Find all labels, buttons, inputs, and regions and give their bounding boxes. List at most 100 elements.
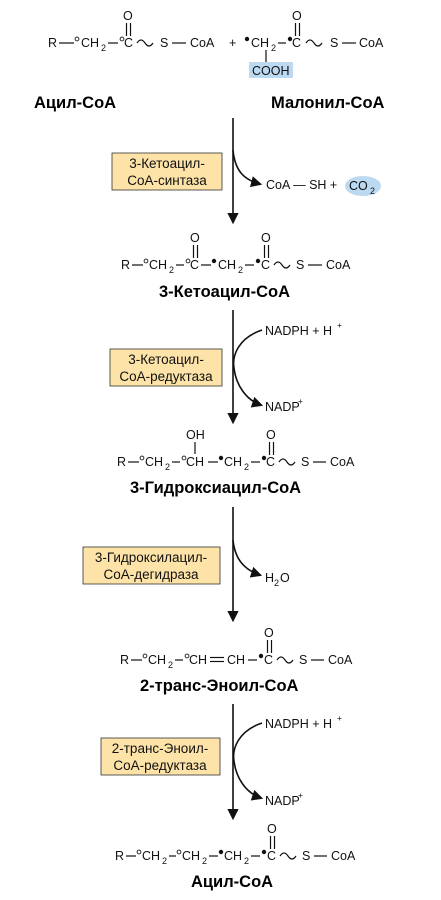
nadph-text-1: NADPH + H [265,324,332,338]
atom-c: C [264,653,273,667]
thioester-bond-icon [278,458,296,466]
thioester-bond-icon [273,261,291,269]
side-arrow-4 [232,722,264,801]
atom-ch: CH [186,455,204,469]
side-arrow-1 [232,149,263,188]
enzyme-1-line1: 3-Кетоацил- [129,156,205,171]
atom-s: S [296,258,304,272]
atom-o: O [266,428,276,442]
atom-ch: CH [227,653,245,667]
label-circle-icon [181,455,187,461]
ketoacyl-coa-structure: R CH 2 C O CH 2 C O S CoA [121,231,351,275]
label-circle-icon [185,258,191,264]
atom-o: O [261,231,271,245]
enzyme-box-4: 2-транс-Эноил- CoA-редуктаза [100,737,221,776]
label-dot-icon [255,258,261,264]
label-dot-icon [211,258,217,264]
label-dot-icon [218,849,224,855]
atom-coa: CoA [190,36,215,50]
atom-ch2: CH [142,849,160,863]
label-circle-icon [139,455,145,461]
enzyme-box-1: 3-Кетоацил- CoA-синтаза [111,152,223,191]
label-dot-icon [258,653,264,659]
subscript-2: 2 [168,660,173,670]
atom-ch2: CH [148,653,166,667]
subscript-2: 2 [271,43,276,53]
atom-r: R [121,258,130,272]
nadp-superscript-2: + [298,790,303,800]
atom-o: O [123,9,133,23]
subscript-2: 2 [238,265,243,275]
atom-c: C [124,36,133,50]
thioester-bond-icon [305,39,323,47]
side-arrow-2 [232,329,264,408]
nadph-superscript-2: + [337,713,342,723]
enzyme-1-line2: CoA-синтаза [127,173,207,188]
co2-highlight [345,176,381,196]
subscript-2: 2 [244,462,249,472]
label-circle-icon [136,849,142,855]
thioester-bond-icon [279,852,297,860]
subscript-2: 2 [169,265,174,275]
water-o: O [280,571,290,585]
atom-coa: CoA [328,653,353,667]
nadp-superscript-1: + [298,396,303,406]
subscript-2: 2 [244,856,249,866]
atom-s: S [330,36,338,50]
atom-ch2: CH [224,455,242,469]
atom-c: C [292,36,301,50]
nadp-text-2: NADP [265,794,300,808]
co2-text: CO [349,179,368,193]
subscript-2: 2 [162,856,167,866]
enzyme-4-line2: CoA-редуктаза [113,758,207,773]
label-dot-icon [244,36,250,42]
atom-coa: CoA [330,455,355,469]
atom-ch2: CH [145,455,163,469]
atom-c: C [266,455,275,469]
enzyme-4-line1: 2-транс-Эноил- [112,741,208,756]
atom-s: S [302,849,310,863]
atom-coa: CoA [331,849,356,863]
subscript-2: 2 [101,43,106,53]
atom-ch2: CH [149,258,167,272]
hydroxyacyl-coa-structure: R CH 2 CH OH CH 2 C O S CoA [117,428,355,472]
atom-coa: CoA [359,36,384,50]
atom-r: R [117,455,126,469]
atom-s: S [160,36,168,50]
atom-o: O [267,822,277,836]
label-circle-icon [143,258,149,264]
label-dot-icon [287,36,293,42]
nadph-text-2: NADPH + H [265,717,332,731]
enzyme-2-line1: 3-Кетоацил- [128,352,204,367]
atom-ch2: CH [251,36,269,50]
atom-r: R [120,653,129,667]
atom-c: C [261,258,270,272]
label-ketoacyl-coa: 3-Кетоацил-CoA [159,283,290,301]
atom-s: S [301,455,309,469]
enzyme-2-line2: CoA-редуктаза [119,369,213,384]
water-subscript: 2 [274,578,279,588]
atom-c: C [267,849,276,863]
atom-cooh: COOH [252,64,290,78]
subscript-2: 2 [202,856,207,866]
label-enoyl-coa: 2-транс-Эноил-CoA [140,677,299,695]
atom-r: R [48,36,57,50]
label-circle-icon [142,653,148,659]
side-arrow-3 [232,539,263,578]
label-dot-icon [261,849,267,855]
thioester-bond-icon [276,656,294,664]
enzyme-box-3: 3-Гидроксилацил- CoA-дегидраза [82,546,221,585]
atom-oh: OH [186,428,205,442]
label-dot-icon [261,455,267,461]
water-h: H [265,571,274,585]
acyl-coa-structure: R CH 2 C O S CoA [48,9,215,53]
enzyme-3-line2: CoA-дегидраза [103,567,199,582]
label-product-acyl-coa: Ацил-CoA [191,873,273,891]
atom-ch2: CH [182,849,200,863]
atom-ch2: CH [81,36,99,50]
atom-ch: CH [189,653,207,667]
atom-ch2: CH [224,849,242,863]
atom-ch2: CH [218,258,236,272]
